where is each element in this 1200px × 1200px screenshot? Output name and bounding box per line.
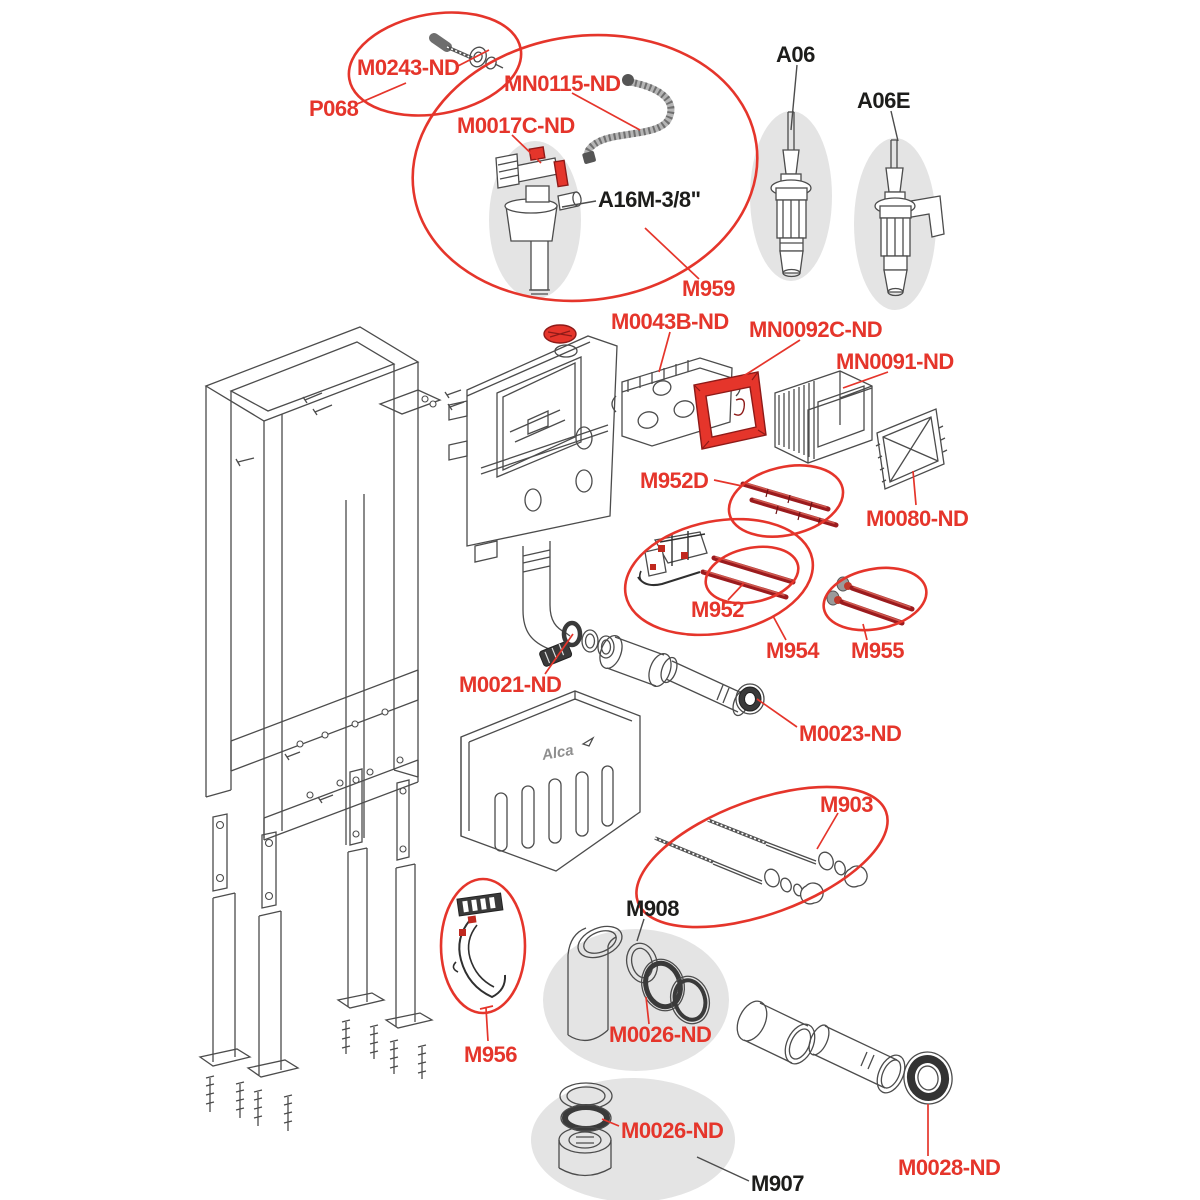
pushrods-m952d [740,481,839,528]
cover-slots [494,765,614,852]
label-p068: P068 [309,96,359,121]
label-m952d: M952D [640,468,708,493]
label-m0017c-nd: M0017C-ND [457,113,575,138]
label-m952: M952 [691,597,744,622]
a06e-valve-cartridge [874,139,945,297]
pipe-ring-nut [735,683,765,715]
callout-ellipse-m952 [704,545,800,605]
mounting-bracket-m0043b [611,357,741,447]
callout-ellipse-m959 [411,33,759,303]
red-service-cap [543,324,578,358]
red-frame-mn0092c [693,371,767,450]
label-m0043b-nd: M0043B-ND [611,309,729,334]
callout-ellipse-m956 [439,877,527,1015]
label-a06: A06 [776,42,815,67]
waste-pipe-set [736,1000,953,1105]
callout-ellipse-m952d [727,464,845,538]
flush-pipe-segment-1 [599,635,672,687]
frame-extension-strips [212,768,410,909]
label-m903: M903 [820,792,873,817]
adapter-set-m907 [558,1082,613,1177]
label-m0028-nd: M0028-ND [898,1155,1000,1180]
flush-pipe-assembly [561,620,765,717]
braided-hose-mn0115 [582,74,675,164]
label-a06e: A06E [857,88,910,113]
label-m907: M907 [751,1171,804,1196]
alca-logo: Alca [540,742,575,764]
seal-ring-m0026-b [562,1104,610,1132]
frame-legs [198,847,434,1131]
clamp-m956 [452,892,507,999]
a06-valve-cartridge [770,111,812,278]
cross-frame-m0080 [875,408,948,490]
threaded-rods-m903 [654,818,868,905]
elbow-pipe-m908 [567,925,711,1042]
pushrods-m955 [826,576,915,626]
callout-ellipse-m903 [635,785,889,929]
cistern-tank [448,324,618,667]
label-a16m: A16M-3/8" [598,187,701,212]
label-mn0092c-nd: MN0092C-ND [749,317,882,342]
label-m954: M954 [766,638,820,663]
mounting-frame [198,326,465,1131]
label-mn0115-nd: MN0115-ND [504,71,621,96]
label-m959: M959 [682,276,735,301]
label-mn0091-nd: MN0091-ND [836,349,954,374]
label-m0080-nd: M0080-ND [866,506,968,531]
fill-valve-m0017c [495,146,582,295]
seal-ring-m0026 [643,960,683,1010]
red-latch [553,159,569,188]
pushrods-m952 [700,555,796,600]
gasket-m0028 [903,1051,953,1105]
label-m0026-nd-b: M0026-ND [621,1118,723,1143]
label-m955: M955 [851,638,904,663]
flush-bracket-m952-mechanism [637,531,708,587]
m908-background-ellipse [543,929,729,1071]
flush-pipe-segment-2 [660,656,750,717]
label-m908: M908 [626,896,679,921]
label-m0023-nd: M0023-ND [799,721,901,746]
part-labels: M0243-ND P068 MN0115-ND M0017C-ND A16M-3… [309,42,1001,1196]
bellows-box-mn0091 [774,370,873,464]
screw-part-m0243 [429,33,504,70]
callout-ellipse-m954 [623,517,815,637]
label-m956: M956 [464,1042,517,1067]
label-m0243-nd: M0243-ND [357,55,459,80]
leader-lines [356,49,929,1182]
label-m0026-nd-a: M0026-ND [609,1022,711,1047]
label-m0021-nd: M0021-ND [459,672,561,697]
protection-cover: Alca [460,690,641,872]
callout-ellipse-m955 [822,566,928,632]
gasket-ring-dark [561,620,583,648]
